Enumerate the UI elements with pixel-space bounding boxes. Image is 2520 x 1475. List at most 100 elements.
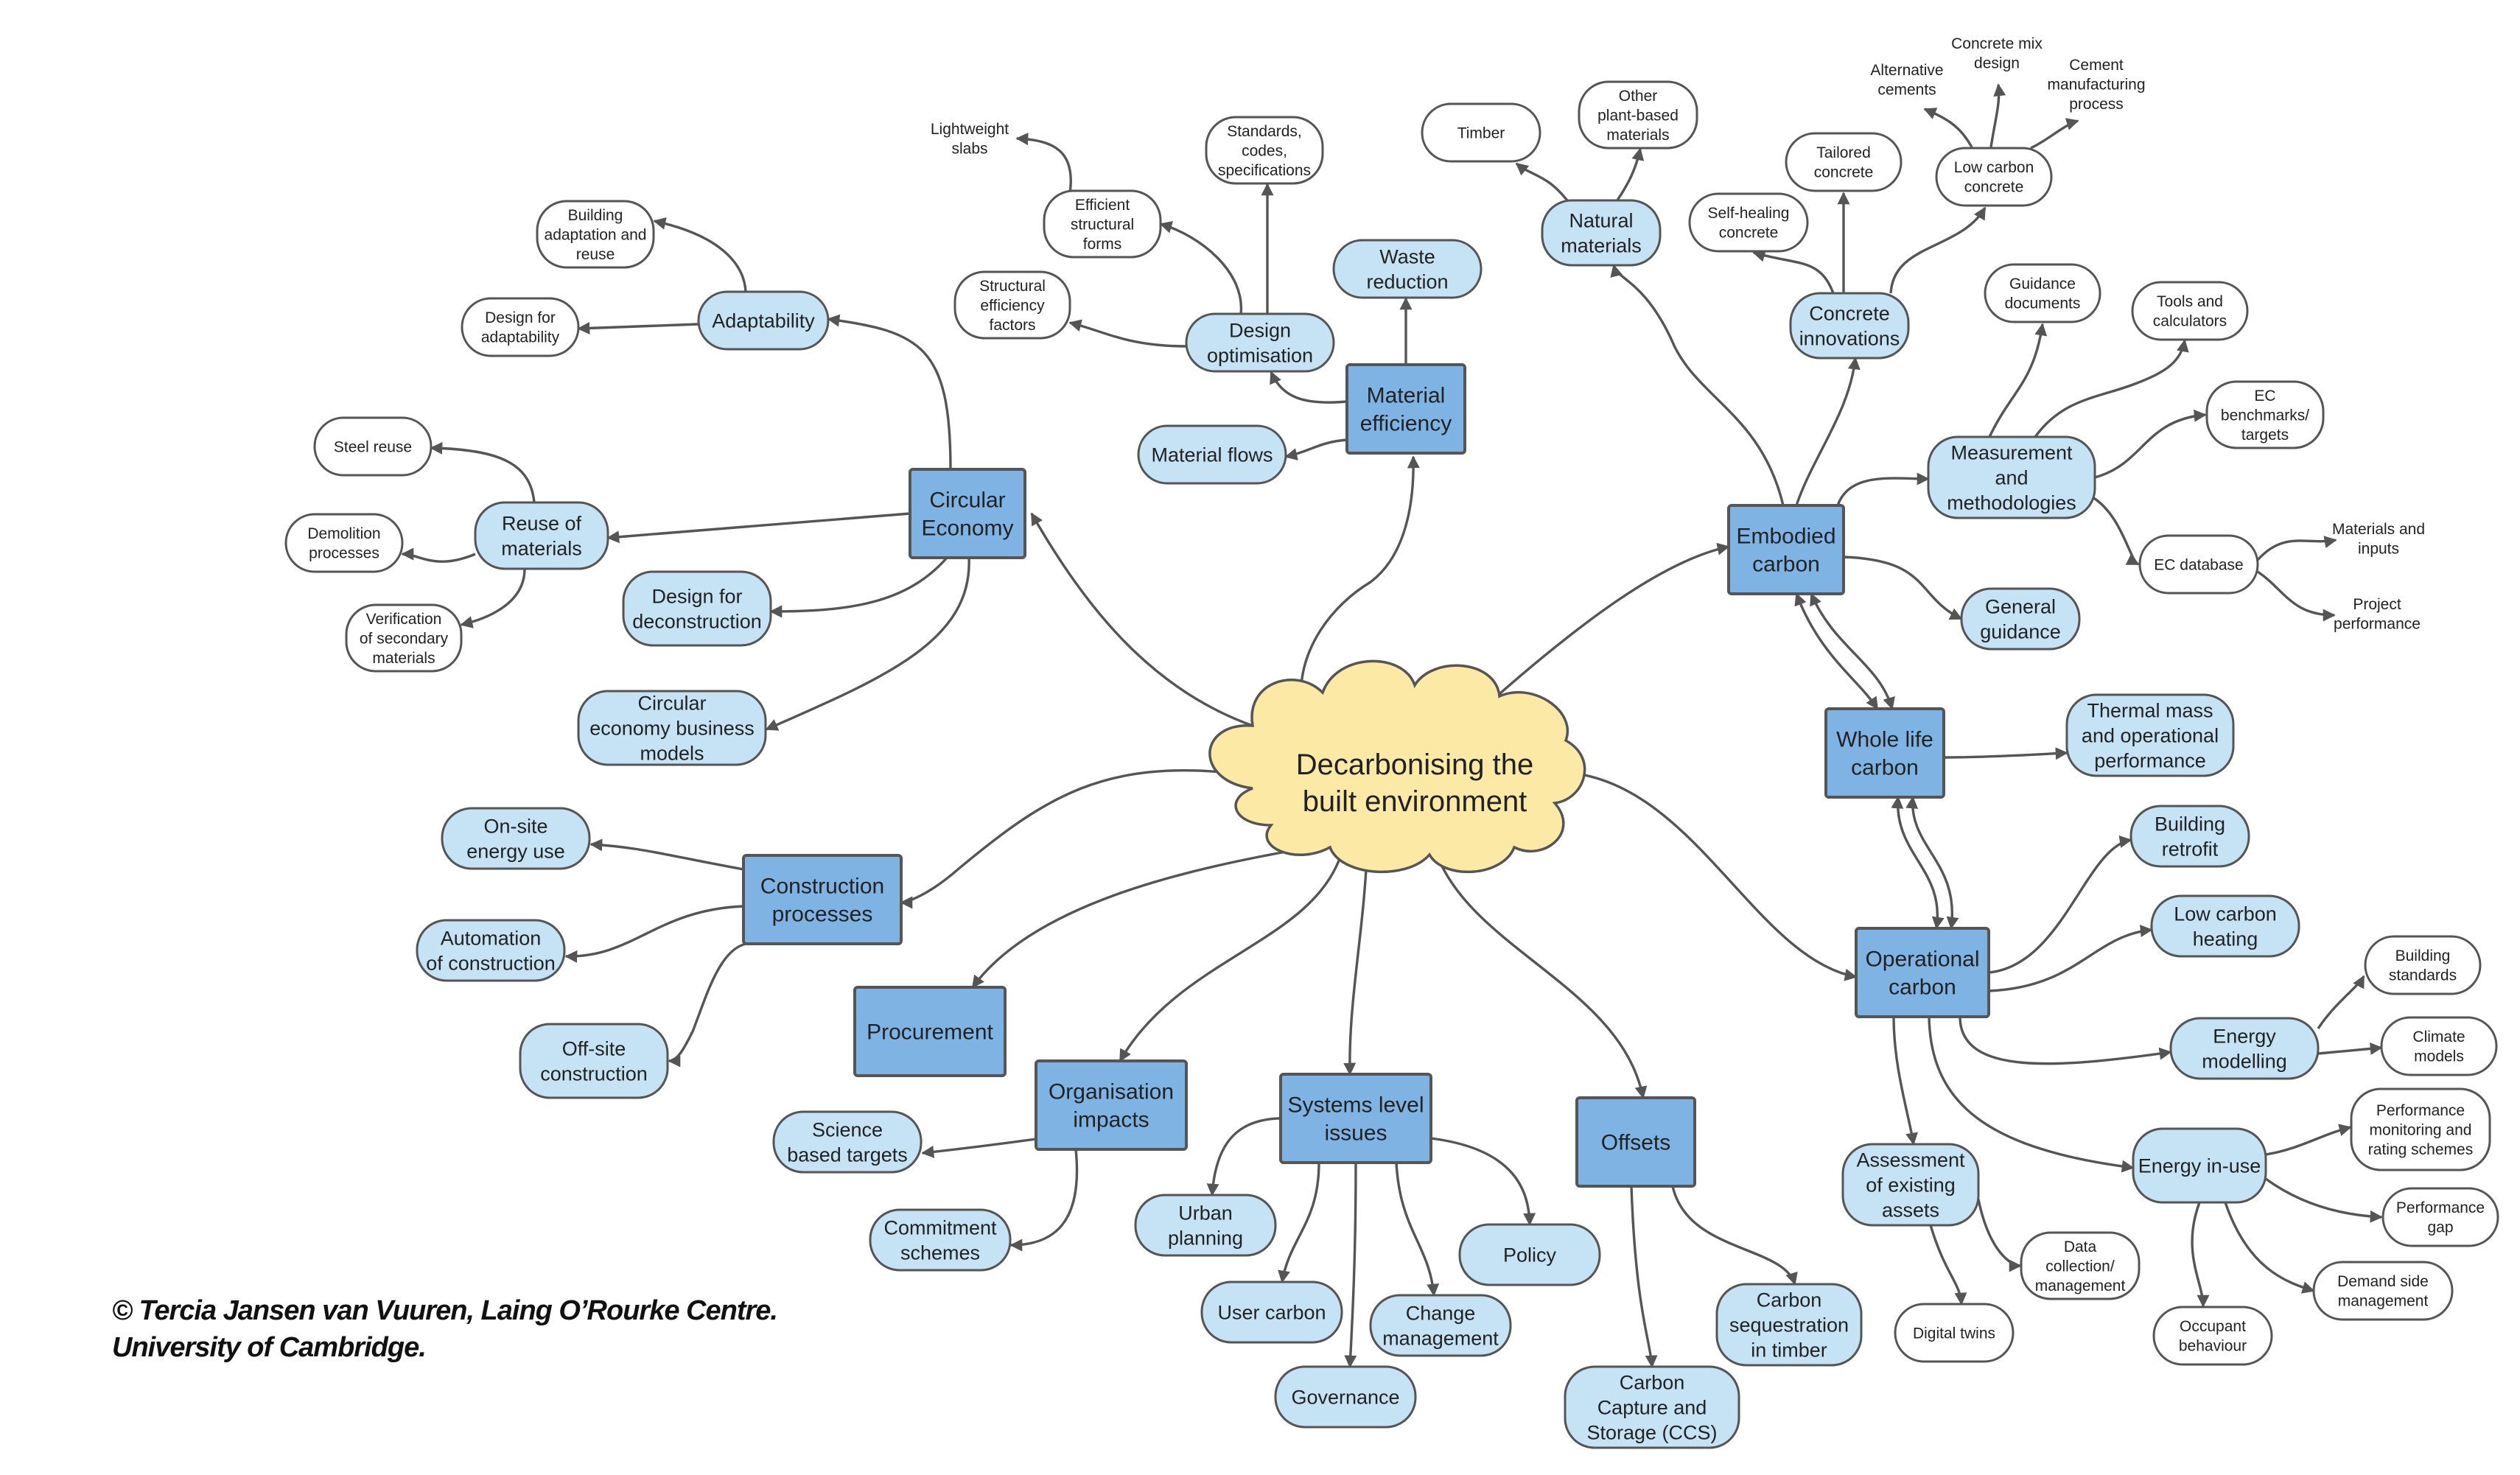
connector-18 bbox=[1943, 747, 2068, 760]
efficient-structural-forms-label-line: structural bbox=[1071, 216, 1134, 233]
circular-business-models-label-line: models bbox=[640, 742, 704, 764]
connector-49 bbox=[2034, 339, 2189, 438]
connector-51 bbox=[2092, 496, 2140, 566]
connector-47 bbox=[2030, 118, 2079, 150]
performance-gap-shape bbox=[2381, 1187, 2499, 1247]
connector-20 bbox=[1988, 925, 2153, 992]
building-adaptation-reuse-label-line: adaptation and bbox=[545, 226, 647, 243]
connector-27 bbox=[765, 557, 970, 731]
steel-reuse-shape bbox=[313, 416, 433, 477]
demand-side-management-label-line: Demand side bbox=[2337, 1273, 2429, 1290]
building-standards-label-line: standards bbox=[2389, 967, 2457, 984]
connector-50 bbox=[2094, 409, 2207, 479]
embodied-carbon-shape bbox=[1727, 504, 1845, 595]
assessment-existing-assets-label-line: Assessment bbox=[1856, 1149, 1965, 1171]
circular-economy-label-line: Economy bbox=[921, 516, 1013, 540]
carbon-sequestration-timber-shape bbox=[1715, 1283, 1863, 1367]
structural-efficiency-factors-label-line: Structural bbox=[979, 278, 1046, 295]
node-procurement: Procurement bbox=[853, 986, 1007, 1077]
assessment-existing-assets-label-line: of existing bbox=[1866, 1174, 1956, 1196]
performance-gap-label-line: Performance bbox=[2396, 1199, 2485, 1216]
standards-codes-label-line: specifications bbox=[1218, 162, 1311, 179]
energy-modelling-shape bbox=[2169, 1017, 2320, 1080]
standards-codes-label-line: Standards, bbox=[1227, 123, 1302, 140]
natural-materials-shape bbox=[1541, 199, 1662, 267]
connector-8 bbox=[1343, 855, 1368, 1076]
connector-33 bbox=[430, 441, 536, 503]
systems-level-issues-label-line: Systems level bbox=[1287, 1093, 1424, 1118]
embodied-carbon-label-line: carbon bbox=[1752, 552, 1820, 576]
connector-23 bbox=[1892, 1016, 1918, 1146]
automation-construction-label-line: Automation bbox=[441, 927, 542, 949]
node-standards-codes: Standards,codes,specifications bbox=[1205, 116, 1324, 185]
materials-inputs-label-line: inputs bbox=[2358, 541, 2399, 558]
adaptability-shape bbox=[697, 290, 830, 351]
root-label-line: built environment bbox=[1303, 785, 1527, 818]
project-performance-label-line: Project bbox=[2353, 596, 2401, 613]
efficient-structural-forms-label-line: Efficient bbox=[1075, 197, 1130, 214]
waste-reduction-label-line: Waste bbox=[1379, 245, 1435, 267]
node-energy-in-use: Energy in-use bbox=[2132, 1127, 2267, 1204]
urban-planning-label-line: planning bbox=[1168, 1227, 1243, 1249]
waste-reduction-label-line: reduction bbox=[1366, 270, 1448, 292]
reuse-of-materials-label-line: Reuse of bbox=[502, 512, 582, 534]
node-governance: Governance bbox=[1274, 1365, 1417, 1429]
other-plant-based-label-line: materials bbox=[1606, 127, 1669, 144]
connector-45 bbox=[1923, 108, 1973, 148]
node-offsets: Offsets bbox=[1575, 1096, 1696, 1188]
user-carbon-label-line: User carbon bbox=[1217, 1301, 1326, 1323]
operational-carbon-label-line: Operational bbox=[1865, 947, 1979, 972]
node-steel-reuse: Steel reuse bbox=[313, 416, 433, 477]
cement-manufacturing-label-line: manufacturing bbox=[2047, 76, 2145, 93]
measurement-methodologies-label-line: and bbox=[1995, 466, 2028, 488]
concrete-mix-design-label-line: design bbox=[1974, 55, 2020, 72]
demolition-processes-shape bbox=[284, 513, 404, 573]
measurement-methodologies-label-line: Measurement bbox=[1950, 441, 2073, 463]
change-management-label-line: management bbox=[1382, 1327, 1499, 1349]
concrete-innovations-label-line: innovations bbox=[1799, 327, 1900, 349]
reuse-of-materials-shape bbox=[474, 501, 609, 570]
self-healing-concrete-label-line: Self-healing bbox=[1708, 205, 1790, 222]
governance-shape bbox=[1274, 1365, 1417, 1429]
structural-efficiency-factors-shape bbox=[953, 270, 1071, 340]
connector-42 bbox=[1752, 249, 1835, 294]
change-management-label-line: Change bbox=[1406, 1302, 1476, 1324]
efficient-structural-forms-label-line: forms bbox=[1083, 236, 1122, 253]
material-flows-label: Material flows bbox=[1151, 444, 1273, 466]
verification-secondary-label-line: materials bbox=[372, 650, 435, 667]
guidance-documents-shape bbox=[1984, 263, 2101, 323]
credit-line-1: © Tercia Jansen van Vuuren, Laing O’Rour… bbox=[112, 1295, 778, 1326]
connector-70 bbox=[1395, 1162, 1440, 1297]
building-adaptation-reuse-label-line: reuse bbox=[576, 246, 615, 263]
urban-planning-label-line: Urban bbox=[1178, 1202, 1233, 1224]
climate-models-shape bbox=[2380, 1016, 2498, 1076]
governance-label-line: Governance bbox=[1291, 1386, 1399, 1408]
procurement-label: Procurement bbox=[867, 1020, 993, 1045]
connector-41 bbox=[1614, 147, 1645, 204]
connector-5 bbox=[900, 768, 1239, 909]
design-optimisation-label-line: optimisation bbox=[1207, 344, 1313, 366]
building-standards-shape bbox=[2364, 935, 2482, 995]
design-for-adaptability-label-line: adaptability bbox=[481, 329, 560, 346]
connector-12 bbox=[1836, 472, 1930, 506]
connector-60 bbox=[1977, 1199, 2022, 1272]
